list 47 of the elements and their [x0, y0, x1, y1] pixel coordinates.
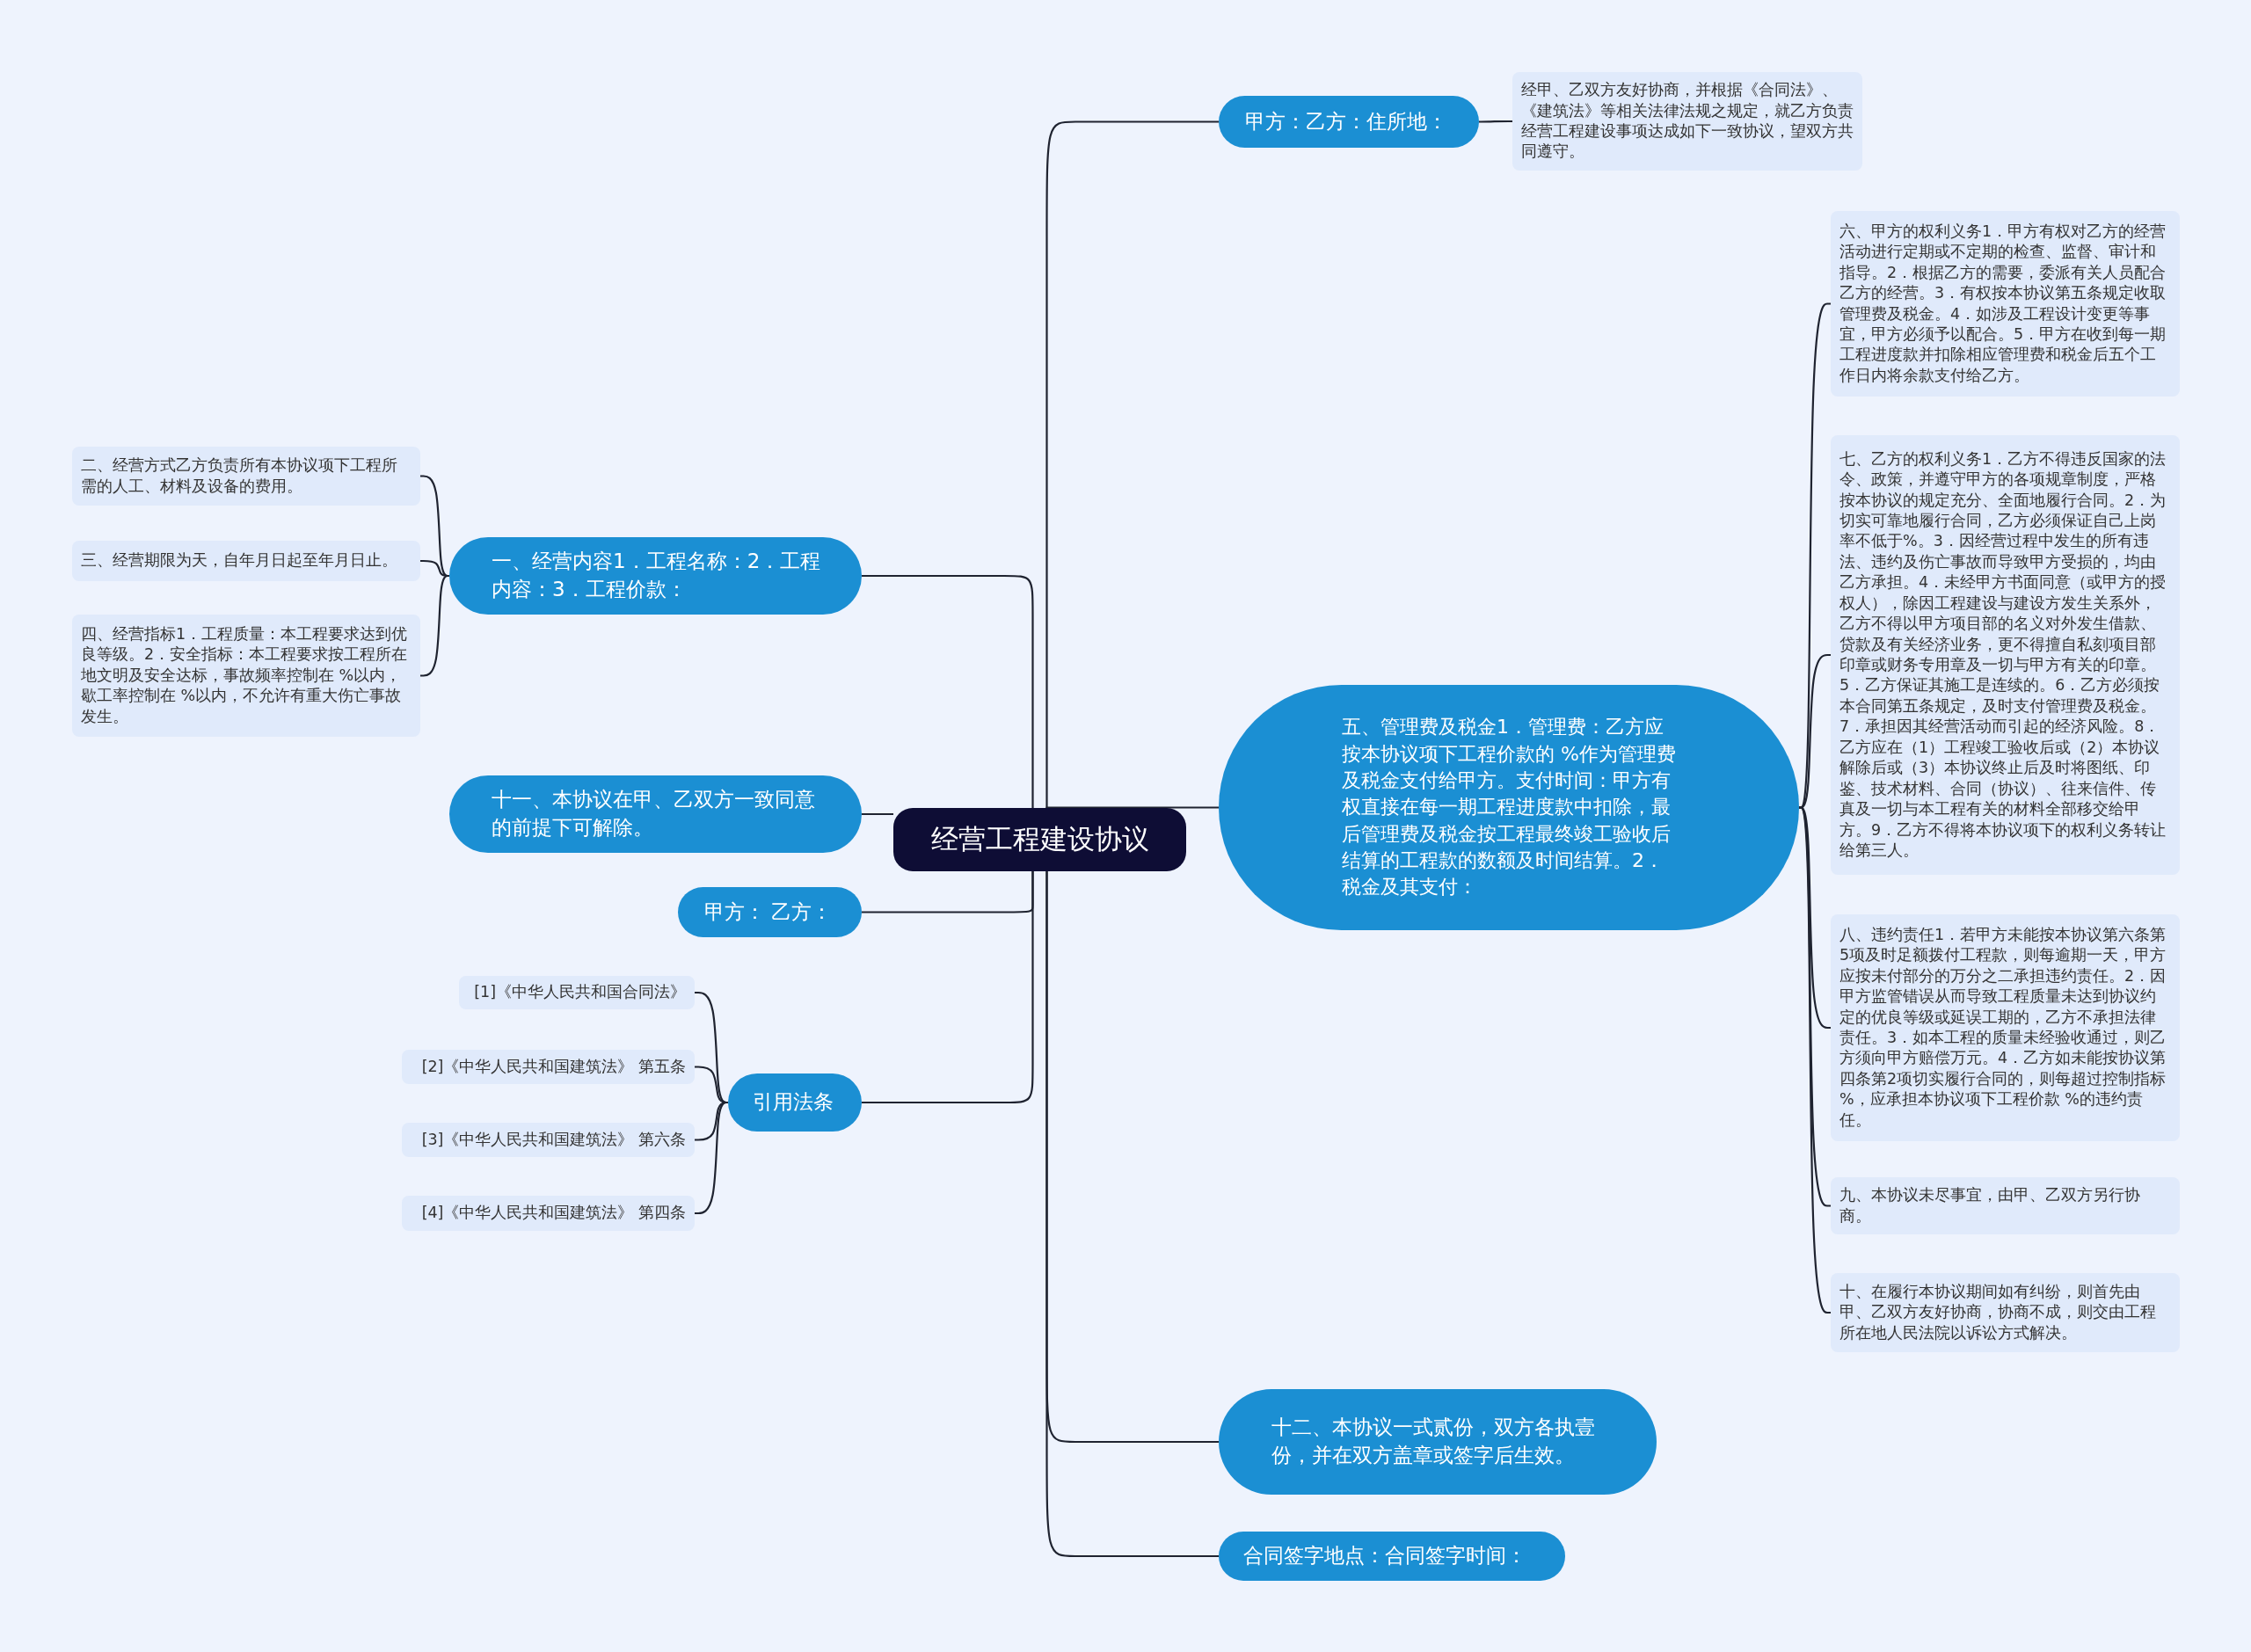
note-card — [72, 541, 420, 581]
note-text: 四、经营指标1．工程质量：本工程要求达到优良等级。2．安全指标：本工程要求按工程所在地文明及安全达标，事故频率控制在 %以内，歇工率控制在 %以内，不允许有重大伤亡事故发生。 — [81, 623, 409, 727]
topic-text: 引用法条 — [753, 1089, 834, 1116]
note-text: 七、乙方的权利义务1．乙方不得违反国家的法令、政策，并遵守甲方的各项规章制度，严格按本协议的规定充分、全面地履行合同。2．为切实可靠地履行合同，乙方必须保证自己上岗率不低于%。3．因经营过程中发生的所有违法、违约及伤亡事故而导致甲方受损的，均由乙方承担。4．未经甲方书面同意（或甲方的授权人），除因工程建设与建设方发生关系外，乙方不得以甲方项目部的名义对外发生借款、贷款及有关经济业务，更不得擅自私刻项目部印章或财务专用章及一切与甲方有关的印章。5．乙方保证其施工是连续的。6．乙方必须按本合同第五条规定，及时支付管理费及税金。7．承担因其经营活动而引起的经济风险。8．乙方应在（1）工程竣工验收后或（2）本协议解除后或（3）本协议终止后及时将图纸、印鉴、技术材料、合同（协议）、往来信件、传真及一切与本工程有关的材料全部移交给甲方。9．乙方不得将本协议项下的权利义务转让给第三人。 — [1839, 448, 2167, 861]
connector-line — [1045, 806, 1219, 810]
note-text: 三、经营期限为天，自年月日起至年月日止。 — [81, 550, 397, 571]
connector-line — [1798, 806, 1832, 1314]
connector-line — [1045, 871, 1219, 1558]
topic-text: 合同签字地点：合同签字时间： — [1243, 1543, 1526, 1569]
note-text: [2]《中华人民共和国建筑法》 第五条 — [421, 1056, 686, 1077]
note-card — [1831, 211, 2180, 397]
connector-line — [695, 1101, 728, 1215]
connector-line — [1045, 120, 1219, 808]
connector-line — [862, 871, 1034, 1104]
note-card — [1512, 72, 1862, 171]
topic-text: 十二、本协议一式贰份，双方各执壹份，并在双方盖章或签字后生效。 — [1271, 1415, 1596, 1468]
note-card — [1831, 1273, 2180, 1352]
note-card — [402, 1196, 695, 1231]
note-card — [1831, 1177, 2180, 1234]
topic-text: 五、管理费及税金1．管理费：乙方应按本协议项下工程价款的 %作为管理费及税金支付给甲方。支付时间：甲方有权直接在每一期工程进度款中扣除，最后管理费及税金按工程最终竣工验收后结算的工程款的数额及时间结算。2．税金及其支付： — [1342, 715, 1676, 900]
topic-pill — [678, 887, 862, 937]
connector-line — [1479, 120, 1512, 123]
connector-line — [420, 574, 450, 677]
topic-text: 一、经营内容1．工程名称：2．工程内容：3．工程价款： — [492, 549, 822, 602]
central-topic — [893, 808, 1186, 871]
note-text: 六、甲方的权利义务1．甲方有权对乙方的经营活动进行定期或不定期的检查、监督、审计和指导。2．根据乙方的需要，委派有关人员配合乙方的经营。3．有权按本协议第五条规定收取管理费及税金。4．如涉及工程设计变更等事宜，甲方必须予以配合。5．甲方在收到每一期工程进度款并扣除相应管理费和税金后五个工作日内将余款支付给乙方。 — [1839, 221, 2167, 386]
note-card — [402, 1123, 695, 1157]
note-card — [459, 976, 695, 1009]
topic-text: 甲方： 乙方： — [704, 899, 833, 925]
note-text: 九、本协议未尽事宜，由甲、乙双方另行协商。 — [1839, 1185, 2141, 1226]
topic-text: 十一、本协议在甲、乙双方一致同意的前提下可解除。 — [492, 787, 816, 841]
note-text: 经甲、乙双方友好协商，并根据《合同法》、《建筑法》等相关法律法规之规定，就乙方负责经营工程建设事项达成如下一致协议，望双方共同遵守。 — [1521, 80, 1854, 163]
note-card — [72, 615, 420, 737]
note-text: 十、在履行本协议期间如有纠纷，则首先由甲、乙双方友好协商，协商不成，则交由工程所在地人民法院以诉讼方式解决。 — [1839, 1281, 2157, 1343]
topic-text: 甲方：乙方：住所地： — [1245, 108, 1447, 135]
note-text: [3]《中华人民共和国建筑法》 第六条 — [421, 1129, 686, 1150]
note-text: 八、违约责任1．若甲方未能按本协议第六条第5项及时足额拨付工程款，则每逾期一天，甲方应按未付部分的万分之二承担违约责任。2．因甲方监管错误从而导致工程质量未达到协议约定的优良等级或延误工期的，乙方不承担法律责任。3．如本工程的质量未经验收通过，则乙方须向甲方赔偿万元。4．乙方如未能按协议第四条第2项切实履行合同的，则每超过控制指标 %，应承担本协议项下工程价款 %的违约责任。 — [1839, 924, 2167, 1131]
note-card — [402, 1050, 695, 1084]
note-text: [4]《中华人民共和国建筑法》 第四条 — [421, 1203, 686, 1224]
note-card — [72, 447, 420, 506]
connector-line — [862, 574, 1034, 808]
title-text: 经营工程建设协议 — [930, 822, 1149, 856]
note-text: [1]《中华人民共和国合同法》 — [474, 982, 686, 1003]
connector-line — [1798, 806, 1831, 1207]
note-text: 二、经营方式乙方负责所有本协议项下工程所需的人工、材料及设备的费用。 — [81, 455, 398, 497]
topic-pill — [1219, 1532, 1565, 1581]
connector-line — [862, 812, 893, 816]
